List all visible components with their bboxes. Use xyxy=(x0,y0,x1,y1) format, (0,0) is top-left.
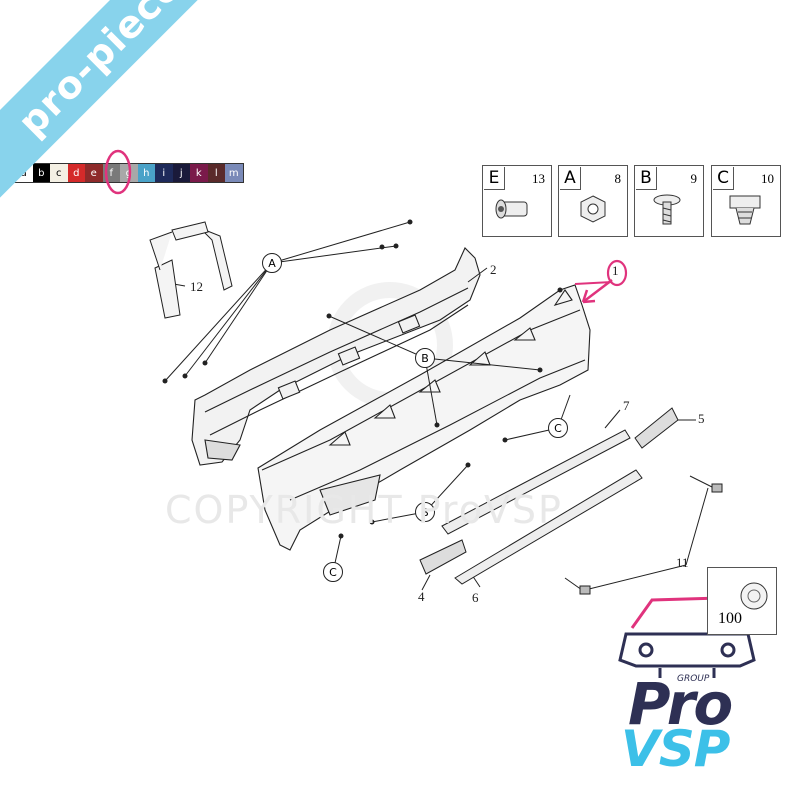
legend-fastener-e: E 13 xyxy=(482,165,552,237)
color-swatch-i: i xyxy=(155,164,173,182)
bumper-beam-part-2 xyxy=(191,247,481,466)
part-number-100: 100 xyxy=(718,610,742,627)
trim-strip-part-7 xyxy=(441,429,631,535)
part-number-2: 2 xyxy=(490,262,497,277)
color-swatch-h: h xyxy=(137,164,155,182)
color-swatch-d: d xyxy=(67,164,85,182)
callout-b: B xyxy=(415,348,435,368)
legend-letter: B xyxy=(636,167,657,190)
color-swatch-strip: abcdefghijklm xyxy=(14,163,244,183)
legend-fastener-c: C 10 xyxy=(711,165,781,237)
logo-vsp-text: VSP xyxy=(621,720,730,778)
sensor-harness-part-11 xyxy=(564,475,723,595)
callout-c: C xyxy=(323,562,343,582)
legend-letter: C xyxy=(713,167,734,190)
clip-icon xyxy=(740,582,768,610)
legend-number: 10 xyxy=(761,171,774,186)
reflector-part-4 xyxy=(419,539,467,575)
provsp-logo: GROUP Pro VSP xyxy=(615,592,780,778)
highlight-ring-icon xyxy=(606,259,628,287)
part-number-7: 7 xyxy=(623,398,630,413)
screw-icon xyxy=(653,194,681,225)
inset-part-100: 100 xyxy=(707,567,777,635)
color-swatch-m: m xyxy=(225,164,243,182)
legend-letter: A xyxy=(560,167,581,190)
legend-number: 9 xyxy=(690,171,698,186)
nut-icon xyxy=(580,195,606,223)
highlight-ring-icon xyxy=(104,149,132,195)
part-number-6: 6 xyxy=(472,590,479,605)
color-swatch-j: j xyxy=(172,164,190,182)
legend-number: 8 xyxy=(614,171,622,186)
logo-group-text: GROUP xyxy=(677,674,710,684)
reflector-part-5 xyxy=(634,407,679,449)
callout-b: B xyxy=(415,502,435,522)
color-swatch-b: b xyxy=(32,164,50,182)
color-swatch-l: l xyxy=(207,164,225,182)
rear-bumper-part-1 xyxy=(257,284,591,551)
callout-a: A xyxy=(262,253,282,273)
legend-number: 13 xyxy=(532,171,545,186)
logo-pro-text: Pro xyxy=(628,670,733,738)
part-number-11: 11 xyxy=(676,555,689,570)
color-swatch-e: e xyxy=(85,164,103,182)
clip-icon xyxy=(729,195,761,225)
part-number-12: 12 xyxy=(190,279,203,294)
bolt-icon xyxy=(495,199,528,219)
bracket-part-12 xyxy=(149,221,233,319)
callout-c: C xyxy=(548,418,568,438)
part-number-5: 5 xyxy=(698,411,705,426)
part-number-4: 4 xyxy=(418,589,425,604)
color-swatch-c: c xyxy=(50,164,68,182)
copyright-watermark: COPYRIGHT ProVSP xyxy=(165,488,563,532)
color-swatch-k: k xyxy=(190,164,208,182)
trim-strip-part-6 xyxy=(454,469,643,585)
part-number-1: 1 xyxy=(612,263,619,278)
legend-letter: E xyxy=(484,167,505,190)
highlight-arrow-icon xyxy=(581,279,613,304)
